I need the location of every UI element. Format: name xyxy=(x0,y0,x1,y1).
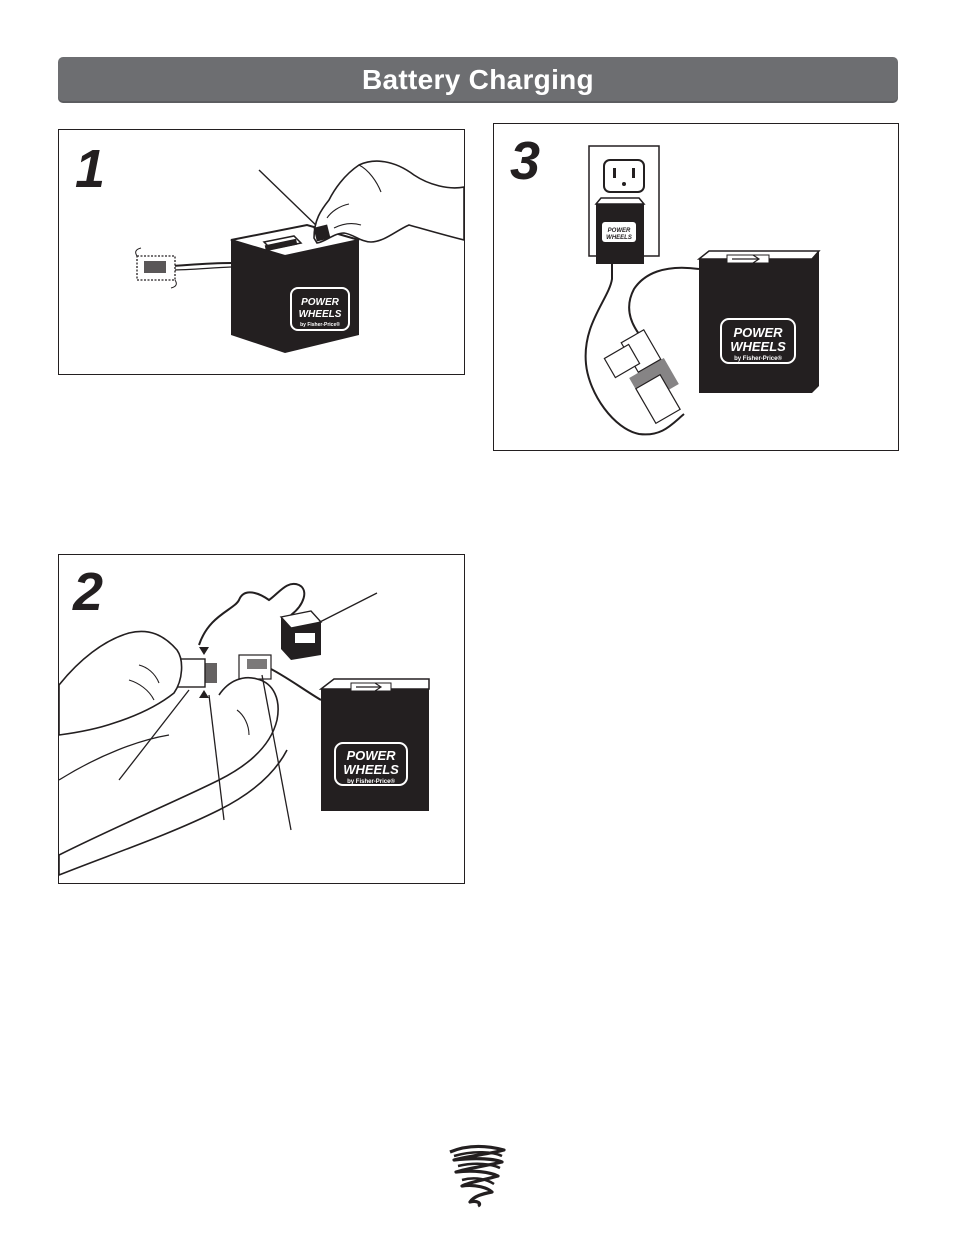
charger-logo-line2: WHEELS xyxy=(606,235,632,241)
hand-icon xyxy=(313,160,464,244)
battery-wire xyxy=(170,262,232,267)
battery-logo-line1: POWER xyxy=(733,325,783,340)
hand-icon xyxy=(59,676,288,876)
step-2-number: 2 xyxy=(73,562,104,622)
leader-line xyxy=(258,169,322,231)
hand-icon xyxy=(59,630,183,781)
charger-logo-line1: POWER xyxy=(608,228,631,234)
step-2-illustration: POWER WHEELS by Fisher-Price® xyxy=(59,582,430,876)
leader-line xyxy=(208,694,225,821)
charger-cord xyxy=(198,582,306,646)
page-logo-icon xyxy=(449,1144,506,1208)
leader-line xyxy=(261,674,292,831)
battery-logo-line1: POWER xyxy=(346,748,396,763)
section-header: Battery Charging xyxy=(58,57,898,103)
battery-logo-line3: by Fisher-Price® xyxy=(347,778,395,785)
charger-cord xyxy=(584,264,685,436)
battery-logo-line3: by Fisher-Price® xyxy=(734,355,782,362)
connector-icon xyxy=(135,247,177,289)
step-1-number: 1 xyxy=(75,139,106,199)
leader-line xyxy=(118,689,190,781)
connector-icon xyxy=(603,328,681,425)
step-3-illustration: POWER WHEELS POWER WHEELS by Fisher-Pric… xyxy=(584,145,821,436)
leader-line xyxy=(313,592,378,626)
step-3-number: 3 xyxy=(510,131,541,191)
battery-wire xyxy=(628,266,700,335)
step-3-panel: 3 POWER WHEELS POWER WHEE xyxy=(493,123,899,451)
battery-icon: POWER WHEELS by Fisher-Price® xyxy=(318,678,430,811)
battery-logo-line2: WHEELS xyxy=(343,762,399,777)
section-title: Battery Charging xyxy=(362,64,594,95)
battery-icon: POWER WHEELS by Fisher-Price® xyxy=(230,223,360,353)
step-1-panel: 1 POWER WHEELS by Fisher-Price® xyxy=(58,129,465,375)
step-1-illustration: POWER WHEELS by Fisher-Price® xyxy=(135,160,464,353)
charger-icon xyxy=(279,610,323,660)
connector-icon xyxy=(238,654,272,680)
battery-logo-line3: by Fisher-Price® xyxy=(300,321,340,328)
battery-logo-line2: WHEELS xyxy=(299,309,342,320)
battery-logo-line2: WHEELS xyxy=(730,339,786,354)
battery-logo-line1: POWER xyxy=(301,297,340,308)
step-2-panel: 2 POWER WHEELS by Fisher-Price® xyxy=(58,554,465,884)
charger-icon: POWER WHEELS xyxy=(594,197,646,264)
battery-icon: POWER WHEELS by Fisher-Price® xyxy=(696,250,821,393)
